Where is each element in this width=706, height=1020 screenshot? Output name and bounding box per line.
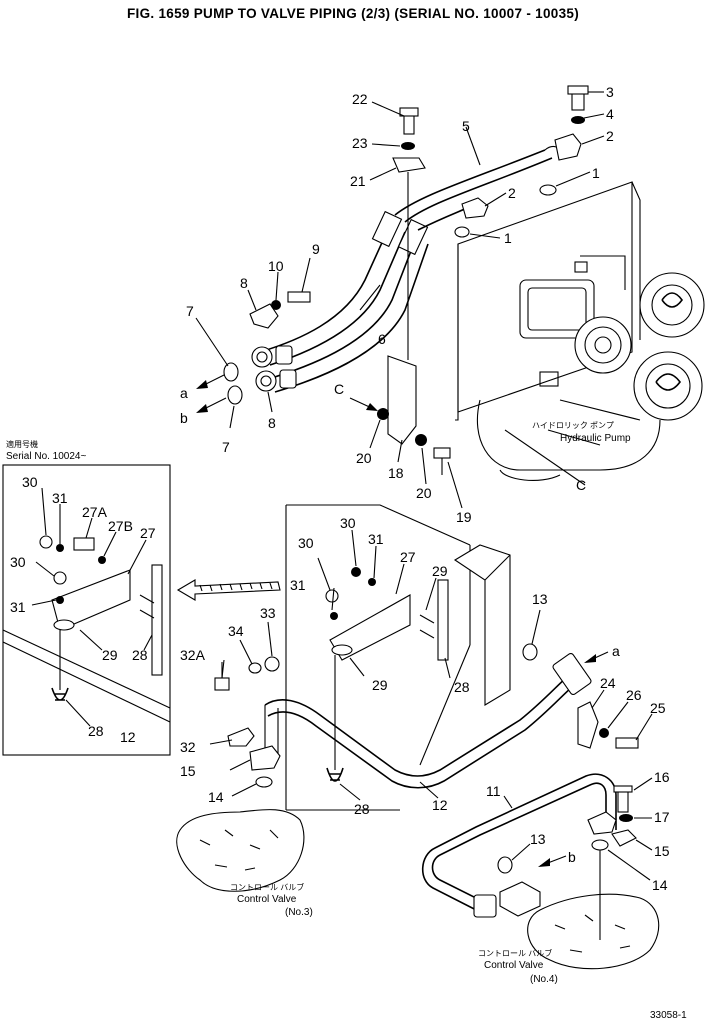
inset-jp-label: 適用号機: [6, 439, 38, 449]
callout-8: 8: [268, 415, 276, 431]
callout-30: 30: [340, 515, 356, 531]
callout-34: 34: [228, 623, 244, 639]
inset-serial-label: Serial No. 10024~: [6, 451, 86, 462]
callout-29: 29: [102, 647, 118, 663]
callout-25: 25: [650, 700, 666, 716]
pipe-11: コントロール バルブ Control Valve (No.4): [421, 773, 660, 985]
reference-c: C: [576, 477, 586, 493]
pump-jp-caption: ハイドロリック ポンプ: [532, 421, 614, 430]
valve3-jp-caption: コントロール バルブ: [230, 882, 304, 892]
valve4-jp-caption: コントロール バルブ: [478, 948, 552, 958]
callout-12: 12: [432, 797, 448, 813]
callout-12: 12: [120, 729, 136, 745]
callout-32A: 32A: [180, 647, 206, 663]
callout-7: 7: [222, 439, 230, 455]
callout-19: 19: [456, 509, 472, 525]
callout-15: 15: [180, 763, 196, 779]
callout-27A: 27A: [82, 504, 108, 520]
callout-20: 20: [416, 485, 432, 501]
reference-a: a: [180, 385, 188, 401]
callout-27: 27: [140, 525, 156, 541]
center-panel: [285, 504, 511, 811]
callout-31: 31: [368, 531, 384, 547]
callout-23: 23: [352, 135, 368, 151]
callout-2: 2: [606, 128, 614, 144]
callout-20: 20: [356, 450, 372, 466]
figure-title: FIG. 1659 PUMP TO VALVE PIPING (2/3) (SE…: [126, 6, 580, 21]
callout-1: 1: [504, 230, 512, 246]
callout-30: 30: [10, 554, 26, 570]
callout-15: 15: [654, 843, 670, 859]
callout-24: 24: [600, 675, 616, 691]
pump-caption: Hydraulic Pump: [560, 433, 631, 444]
leader-lines: [31, 91, 653, 881]
drawing-code: 33058-1: [650, 1010, 687, 1020]
reference-b: b: [568, 849, 576, 865]
hydraulic-pump: ハイドロリック ポンプ Hydraulic Pump: [457, 181, 705, 486]
pipe-12: [214, 643, 639, 789]
valve3-caption: Control Valve: [237, 894, 297, 905]
callout-14: 14: [652, 877, 668, 893]
callout-26: 26: [626, 687, 642, 703]
callout-22: 22: [352, 91, 368, 107]
callout-8: 8: [240, 275, 248, 291]
callout-28: 28: [454, 679, 470, 695]
callout-27: 27: [400, 549, 416, 565]
callout-4: 4: [606, 106, 614, 122]
callout-31: 31: [290, 577, 306, 593]
callout-31: 31: [52, 490, 68, 506]
flange-parts-top: [223, 85, 589, 475]
reference-arrows: [196, 374, 609, 867]
callout-16: 16: [654, 769, 670, 785]
callout-18: 18: [388, 465, 404, 481]
callout-2: 2: [508, 185, 516, 201]
callout-30: 30: [22, 474, 38, 490]
valve4-caption: Control Valve: [484, 960, 544, 971]
callout-10: 10: [268, 258, 284, 274]
callout-7: 7: [186, 303, 194, 319]
callout-6: 6: [378, 331, 386, 347]
callout-3: 3: [606, 84, 614, 100]
callout-labels: 3 4 2 1 5 2 1 22 23 21 9 10 8 6 7 a b 7 …: [10, 84, 670, 893]
callout-30: 30: [298, 535, 314, 551]
callout-27B: 27B: [108, 518, 133, 534]
callout-29: 29: [372, 677, 388, 693]
inset-panel: 適用号機 Serial No. 10024~: [2, 439, 171, 756]
callout-28: 28: [132, 647, 148, 663]
callout-28: 28: [88, 723, 104, 739]
inset-arrow: [176, 579, 281, 601]
valve3-number: (No.3): [285, 907, 313, 918]
callout-28: 28: [354, 801, 370, 817]
callout-13: 13: [532, 591, 548, 607]
reference-b: b: [180, 410, 188, 426]
callout-29: 29: [432, 563, 448, 579]
callout-33: 33: [260, 605, 276, 621]
callout-9: 9: [312, 241, 320, 257]
reference-a: a: [612, 643, 620, 659]
valve4-number: (No.4): [530, 974, 558, 985]
callout-31: 31: [10, 599, 26, 615]
callout-32: 32: [180, 739, 196, 755]
callout-14: 14: [208, 789, 224, 805]
callout-21: 21: [350, 173, 366, 189]
callout-17: 17: [654, 809, 670, 825]
callout-11: 11: [486, 783, 501, 799]
control-valve-3: コントロール バルブ Control Valve (No.3): [176, 809, 313, 918]
callout-5: 5: [462, 118, 470, 134]
pump-hoses: [251, 145, 563, 393]
reference-c: C: [334, 381, 344, 397]
callout-1: 1: [592, 165, 600, 181]
callout-13: 13: [530, 831, 546, 847]
